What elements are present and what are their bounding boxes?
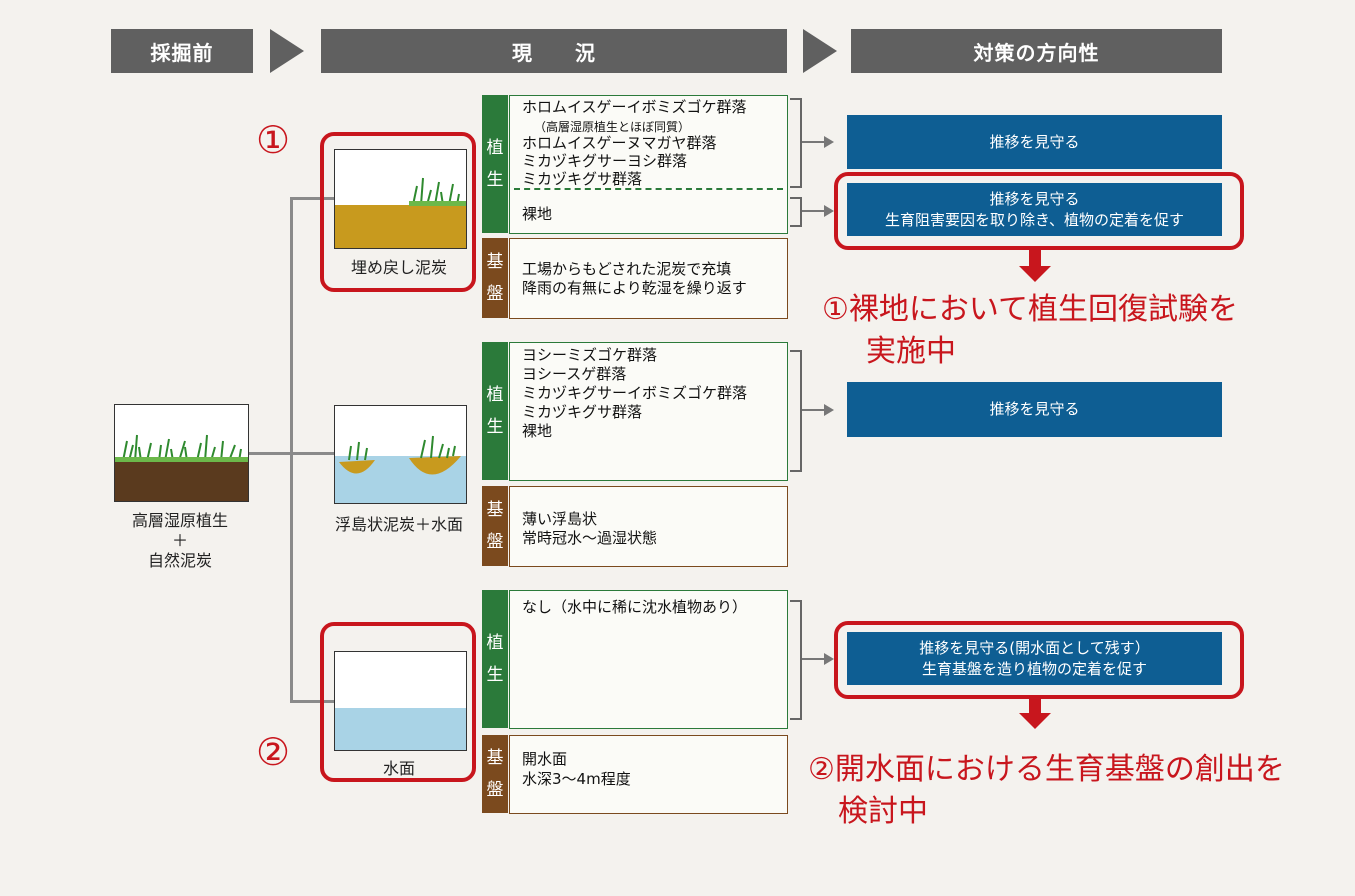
case-1-veg-a-line-2: （高層湿原植生とほぼ同質）	[534, 120, 691, 134]
case-1-action-b: 推移を見守る 生育阻害要因を取り除き、植物の定着を促す	[847, 183, 1222, 236]
case-1-arrow-b-head	[824, 205, 834, 217]
case-3-caption: 水面	[382, 759, 415, 778]
case-2-substrate-box	[509, 486, 788, 567]
origin-label: 高層湿原植生 ＋ 自然泥炭	[104, 511, 256, 571]
case-2-bracket	[790, 350, 802, 472]
origin-illustration	[114, 404, 249, 502]
case-1-red-arrow-head	[1019, 266, 1051, 282]
case-2-caption: 浮島状泥炭＋水面	[334, 515, 463, 534]
case-3-number: ②	[256, 730, 291, 774]
case-1-veg-b-line-1: 裸地	[522, 205, 553, 223]
connector-trunk	[290, 197, 293, 703]
case-1-veg-a-line-1: ホロムイスゲーイボミズゴケ群落	[522, 98, 747, 116]
origin-line-1: 高層湿原植生	[131, 511, 228, 530]
case-2-vegetation-tag: 植 生	[482, 342, 508, 480]
case-3-note-line-1: ②開水面における生育基盤の創出を	[808, 752, 1285, 787]
case-1-action-highlight	[834, 172, 1244, 250]
case-3-red-arrow-head	[1019, 713, 1051, 729]
case-1-bracket-a	[790, 98, 802, 188]
connector-branch-2	[290, 452, 334, 455]
case-2-veg-line-3: ミカヅキグサーイボミズゴケ群落	[522, 384, 748, 402]
case-1-vegetation-box	[509, 95, 788, 234]
case-1-red-arrow-stem	[1029, 250, 1041, 268]
case-1-note-line-2: 実施中	[866, 334, 956, 369]
origin-line-3: 自然泥炭	[147, 551, 212, 570]
case-2-veg-line-1: ヨシーミズゴケ群落	[522, 346, 658, 364]
case-3-action-line-1: 推移を見守る(開水面として残す）	[919, 638, 1150, 657]
case-1-substrate-line-2: 降雨の有無により乾湿を繰り返す	[522, 279, 747, 297]
case-2-arrow-line	[802, 409, 826, 411]
case-3-action-line-2: 生育基盤を造り植物の定着を促す	[921, 659, 1147, 678]
connector-origin	[248, 452, 292, 455]
case-1-veg-a-line-3: ホロムイスゲーヌマガヤ群落	[522, 134, 717, 152]
tag-char: 基	[486, 747, 504, 768]
tag-char: 基	[486, 251, 504, 272]
case-3-bracket	[790, 600, 802, 720]
case-1-action-b-line-1: 推移を見守る	[989, 189, 1080, 208]
case-2-vegetation-box	[509, 342, 788, 481]
case-1-substrate-line-1: 工場からもどされた泥炭で充填	[522, 260, 732, 278]
case-1-number: ①	[256, 118, 291, 162]
case-1-arrow-a-head	[824, 136, 834, 148]
case-1-highlight-frame	[320, 132, 476, 292]
case-2-veg-line-2: ヨシースゲ群落	[522, 365, 627, 383]
case-2-substrate-tag: 基 盤	[482, 486, 508, 566]
case-3-vegetation-tag: 植 生	[482, 590, 508, 728]
case-3-action: 推移を見守る(開水面として残す） 生育基盤を造り植物の定着を促す	[847, 632, 1222, 685]
case-1-illustration	[334, 149, 467, 249]
case-1-vegetation-divider	[514, 188, 783, 190]
connector-branch-3	[290, 700, 334, 703]
tag-char: 生	[486, 417, 504, 437]
tag-char: 基	[486, 499, 504, 520]
case-1-action-b-line-2: 生育阻害要因を取り除き、植物の定着を促す	[885, 210, 1184, 229]
tag-char: 植	[486, 384, 504, 405]
case-2-illustration	[334, 405, 467, 504]
origin-line-2: ＋	[171, 531, 188, 550]
case-2-substrate-line-1: 薄い浮島状	[522, 510, 598, 528]
case-3-highlight-frame	[320, 622, 476, 782]
case-1-vegetation-tag: 植 生	[482, 95, 508, 233]
case-1-caption: 埋め戻し泥炭	[350, 258, 447, 277]
tag-char: 盤	[486, 780, 504, 800]
header-arrow-2	[803, 29, 837, 73]
case-1-veg-a-line-4: ミカヅキグサーヨシ群落	[522, 152, 688, 170]
tag-char: 植	[486, 632, 504, 653]
case-1-action-a: 推移を見守る	[847, 115, 1222, 169]
case-3-arrow-head	[824, 653, 834, 665]
connector-branch-1	[290, 197, 334, 200]
tag-char: 生	[486, 665, 504, 685]
case-1-bracket-b	[790, 197, 802, 227]
tag-char: 生	[486, 170, 504, 190]
case-3-red-arrow-stem	[1029, 697, 1041, 715]
tag-char: 植	[486, 137, 504, 158]
case-1-substrate-box	[509, 238, 788, 319]
case-3-illustration	[334, 651, 467, 751]
case-2-veg-line-5: 裸地	[522, 422, 553, 440]
case-1-action-a-line-1: 推移を見守る	[989, 132, 1080, 151]
case-2-veg-line-4: ミカヅキグサ群落	[522, 403, 643, 421]
case-1-arrow-b-line	[802, 210, 826, 212]
case-2-arrow-head	[824, 404, 834, 416]
case-1-substrate-tag: 基 盤	[482, 238, 508, 318]
case-2-action: 推移を見守る	[847, 382, 1222, 437]
header-direction: 対策の方向性	[851, 29, 1222, 73]
case-3-substrate-box	[509, 735, 788, 814]
header-current: 現 況	[321, 29, 787, 73]
case-2-substrate-line-2: 常時冠水～過湿状態	[522, 529, 658, 547]
case-1-veg-a-line-5: ミカヅキグサ群落	[522, 170, 643, 188]
case-3-substrate-tag: 基 盤	[482, 735, 508, 813]
case-3-substrate-line-2: 水深3～4m程度	[522, 770, 631, 788]
tag-char: 盤	[486, 284, 504, 304]
case-3-veg-line-1: なし（水中に稀に沈水植物あり）	[522, 598, 748, 616]
case-3-substrate-line-1: 開水面	[522, 750, 568, 768]
case-1-note-line-1: ①裸地において植生回復試験を	[822, 292, 1238, 327]
case-3-note-line-2: 検討中	[838, 794, 928, 829]
tag-char: 盤	[486, 532, 504, 552]
case-3-vegetation-box	[509, 590, 788, 729]
case-1-arrow-a-line	[802, 141, 826, 143]
case-2-action-line-1: 推移を見守る	[989, 400, 1080, 418]
case-3-arrow-line	[802, 658, 826, 660]
header-arrow-1	[270, 29, 304, 73]
header-before: 採掘前	[111, 29, 253, 73]
